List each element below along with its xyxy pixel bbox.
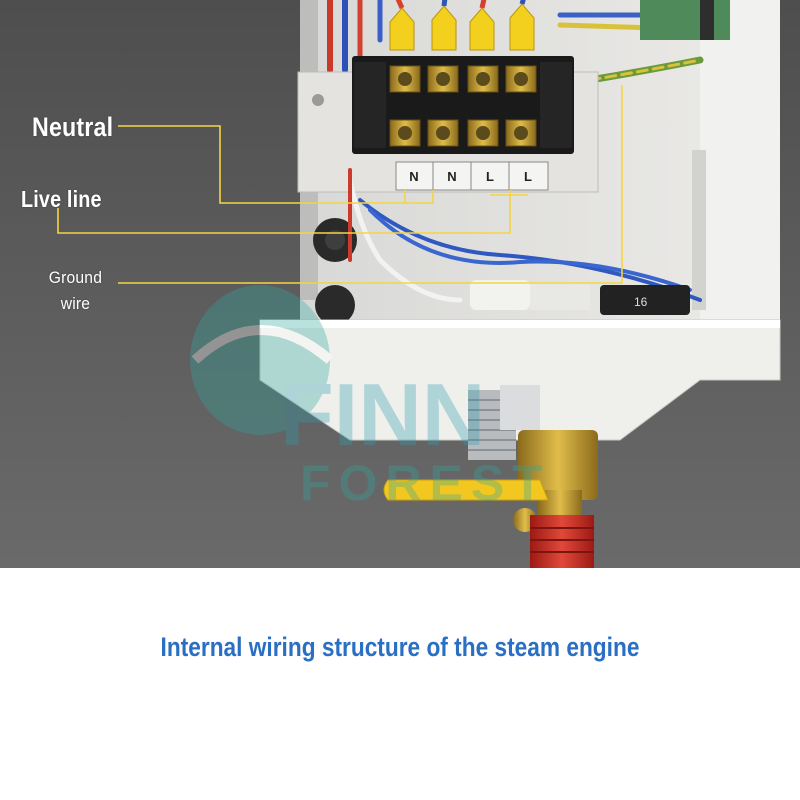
live-leader-line [57, 190, 511, 234]
svg-text:FINN: FINN [280, 365, 485, 464]
svg-text:16: 16 [634, 295, 648, 309]
circuit-board [640, 0, 730, 40]
enclosure-front-lip [259, 319, 781, 441]
live-line-label: Live line [21, 186, 102, 212]
annotation-lines [57, 85, 623, 284]
terminal-tags: N N L L [409, 169, 532, 184]
ground-wire-label-line2: wire [60, 294, 91, 313]
neutral-leader-line [118, 125, 434, 204]
terminal-tag: N [409, 169, 418, 184]
terminal-block [352, 56, 574, 154]
terminal-tag: L [524, 169, 532, 184]
watermark-logo: FINN FOREST [190, 285, 551, 511]
terminal-tag: N [447, 169, 456, 184]
ground-leader-line [118, 85, 623, 284]
image-caption: Internal wiring structure of the steam e… [160, 632, 640, 662]
ground-wire-label: Ground wire [46, 265, 105, 317]
capacitor [600, 285, 690, 315]
terminal-tag-strip [395, 161, 549, 191]
yellow-connectors [389, 3, 535, 51]
ground-wire-label-line1: Ground [48, 268, 103, 287]
photo-illustration: N N L L 16 [0, 0, 800, 568]
wiring-photo: N N L L 16 [0, 0, 800, 568]
neutral-label: Neutral [32, 112, 114, 142]
red-outlet-pipe [530, 515, 594, 568]
ball-valve [383, 430, 598, 532]
terminal-tag: L [486, 169, 494, 184]
svg-text:FOREST: FOREST [300, 455, 551, 511]
